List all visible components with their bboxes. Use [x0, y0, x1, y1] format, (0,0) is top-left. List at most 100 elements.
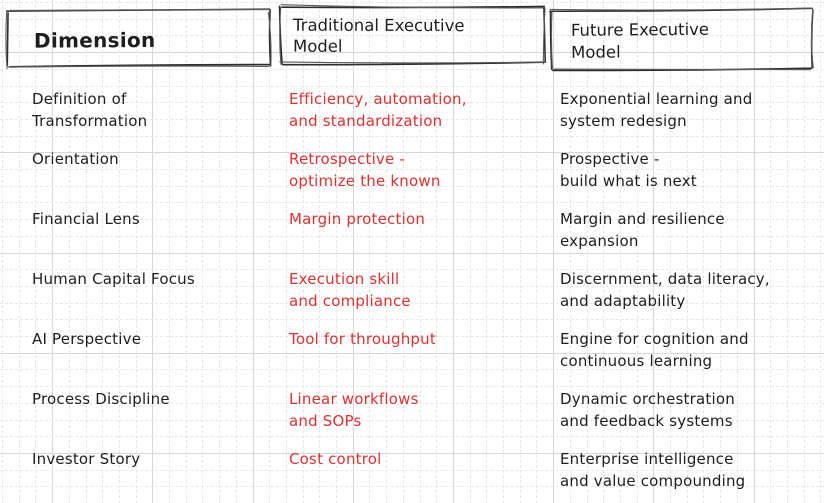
- grid-minor-hline: [0, 219, 824, 221]
- header-box-future-executive-model: Future Executive Model: [549, 7, 814, 72]
- row-traditional-value: Margin protection: [289, 210, 426, 228]
- grid-minor-vline: [202, 0, 204, 503]
- grid-minor-vline: [686, 0, 688, 503]
- grid-minor-hline: [0, 419, 824, 421]
- grid-minor-hline: [0, 85, 824, 87]
- grid-minor-hline: [0, 319, 824, 321]
- row-traditional-value: Execution skill and compliance: [289, 270, 411, 310]
- header-label-traditional-executive-model: Traditional Executive Model: [292, 15, 465, 56]
- row-traditional-value: Linear workflows and SOPs: [289, 390, 419, 430]
- grid-minor-vline: [302, 0, 304, 503]
- grid-minor-vline: [85, 0, 87, 503]
- grid-major-hline: [0, 452, 824, 454]
- header-label-future-executive-model: Future Executive Model: [570, 19, 710, 62]
- grid-minor-vline: [386, 0, 388, 503]
- grid-minor-hline: [0, 336, 824, 337]
- grid-minor-hline: [0, 185, 824, 187]
- grid-minor-hline: [0, 486, 824, 488]
- grid-minor-vline: [670, 0, 671, 503]
- row-traditional-value: Retrospective - optimize the known: [289, 150, 441, 190]
- grid-minor-vline: [770, 0, 772, 503]
- grid-minor-vline: [636, 0, 638, 503]
- grid-minor-hline: [0, 269, 824, 271]
- grid-major-hline: [0, 252, 824, 254]
- grid-minor-vline: [402, 0, 404, 503]
- row-dimension-label: Orientation: [32, 150, 119, 168]
- grid-major-vline: [252, 0, 254, 503]
- header-label-dimension: Dimension: [33, 27, 156, 53]
- grid-minor-vline: [419, 0, 421, 503]
- grid-major-vline: [653, 0, 655, 503]
- grid-minor-hline: [0, 135, 824, 137]
- grid-minor-vline: [503, 0, 504, 503]
- grid-minor-vline: [269, 0, 271, 503]
- row-traditional-value: Tool for throughput: [289, 330, 436, 348]
- grid-minor-vline: [603, 0, 605, 503]
- grid-minor-vline: [486, 0, 488, 503]
- grid-minor-hline: [0, 68, 824, 70]
- row-dimension-label: AI Perspective: [32, 330, 142, 348]
- grid-minor-vline: [285, 0, 287, 503]
- row-traditional-value: Efficiency, automation, and standardizat…: [289, 90, 467, 130]
- grid-minor-hline: [0, 102, 824, 104]
- row-future-value: Prospective - build what is next: [560, 150, 697, 190]
- grid-minor-vline: [586, 0, 588, 503]
- grid-major-vline: [352, 0, 354, 503]
- grid-minor-vline: [2, 0, 3, 503]
- grid-minor-vline: [18, 0, 20, 503]
- grid-minor-vline: [703, 0, 705, 503]
- grid-minor-vline: [469, 0, 471, 503]
- grid-minor-hline: [0, 369, 824, 371]
- grid-major-vline: [52, 0, 54, 503]
- row-traditional-value: Cost control: [289, 450, 382, 468]
- grid-minor-vline: [786, 0, 788, 503]
- row-future-value: Engine for cognition and continuous lear…: [560, 330, 749, 370]
- grid-minor-hline: [0, 386, 824, 388]
- row-dimension-label: Definition of Transformation: [32, 90, 148, 130]
- grid-minor-vline: [35, 0, 37, 503]
- grid-minor-vline: [118, 0, 120, 503]
- row-future-value: Margin and resilience expansion: [560, 210, 725, 250]
- grid-minor-hline: [0, 469, 824, 471]
- row-future-value: Enterprise intelligence and value compou…: [560, 450, 746, 490]
- grid-minor-vline: [436, 0, 438, 503]
- row-dimension-label: Process Discipline: [32, 390, 170, 408]
- grid-major-vline: [553, 0, 555, 503]
- row-future-value: Dynamic orchestration and feedback syste…: [560, 390, 735, 430]
- grid-minor-vline: [219, 0, 221, 503]
- row-future-value: Discernment, data literacy, and adaptabi…: [560, 270, 770, 310]
- header-box-traditional-executive-model: Traditional Executive Model: [278, 4, 547, 66]
- row-dimension-label: Financial Lens: [32, 210, 140, 228]
- grid-minor-vline: [102, 0, 104, 503]
- grid-minor-hline: [0, 169, 824, 170]
- grid-minor-vline: [336, 0, 337, 503]
- row-future-value: Exponential learning and system redesign: [560, 90, 753, 130]
- grid-minor-vline: [319, 0, 321, 503]
- grid-minor-hline: [0, 402, 824, 404]
- grid-minor-hline: [0, 302, 824, 304]
- header-box-dimension: Dimension: [5, 8, 272, 70]
- grid-minor-hline: [0, 436, 824, 438]
- grid-minor-hline: [0, 285, 824, 287]
- grid-minor-vline: [736, 0, 738, 503]
- grid-minor-hline: [0, 2, 824, 3]
- grid-minor-vline: [820, 0, 822, 503]
- grid-minor-hline: [0, 235, 824, 237]
- grid-minor-vline: [569, 0, 571, 503]
- grid-minor-vline: [803, 0, 805, 503]
- row-dimension-label: Human Capital Focus: [32, 270, 195, 288]
- grid-minor-vline: [169, 0, 170, 503]
- grid-minor-vline: [185, 0, 187, 503]
- grid-minor-vline: [619, 0, 621, 503]
- grid-major-vline: [452, 0, 454, 503]
- grid-major-hline: [0, 152, 824, 154]
- grid-minor-vline: [720, 0, 722, 503]
- grid-minor-hline: [0, 118, 824, 120]
- grid-minor-vline: [536, 0, 538, 503]
- grid-major-vline: [753, 0, 755, 503]
- grid-minor-vline: [235, 0, 237, 503]
- grid-major-hline: [0, 352, 824, 354]
- grid-major-vline: [152, 0, 154, 503]
- grid-minor-vline: [135, 0, 137, 503]
